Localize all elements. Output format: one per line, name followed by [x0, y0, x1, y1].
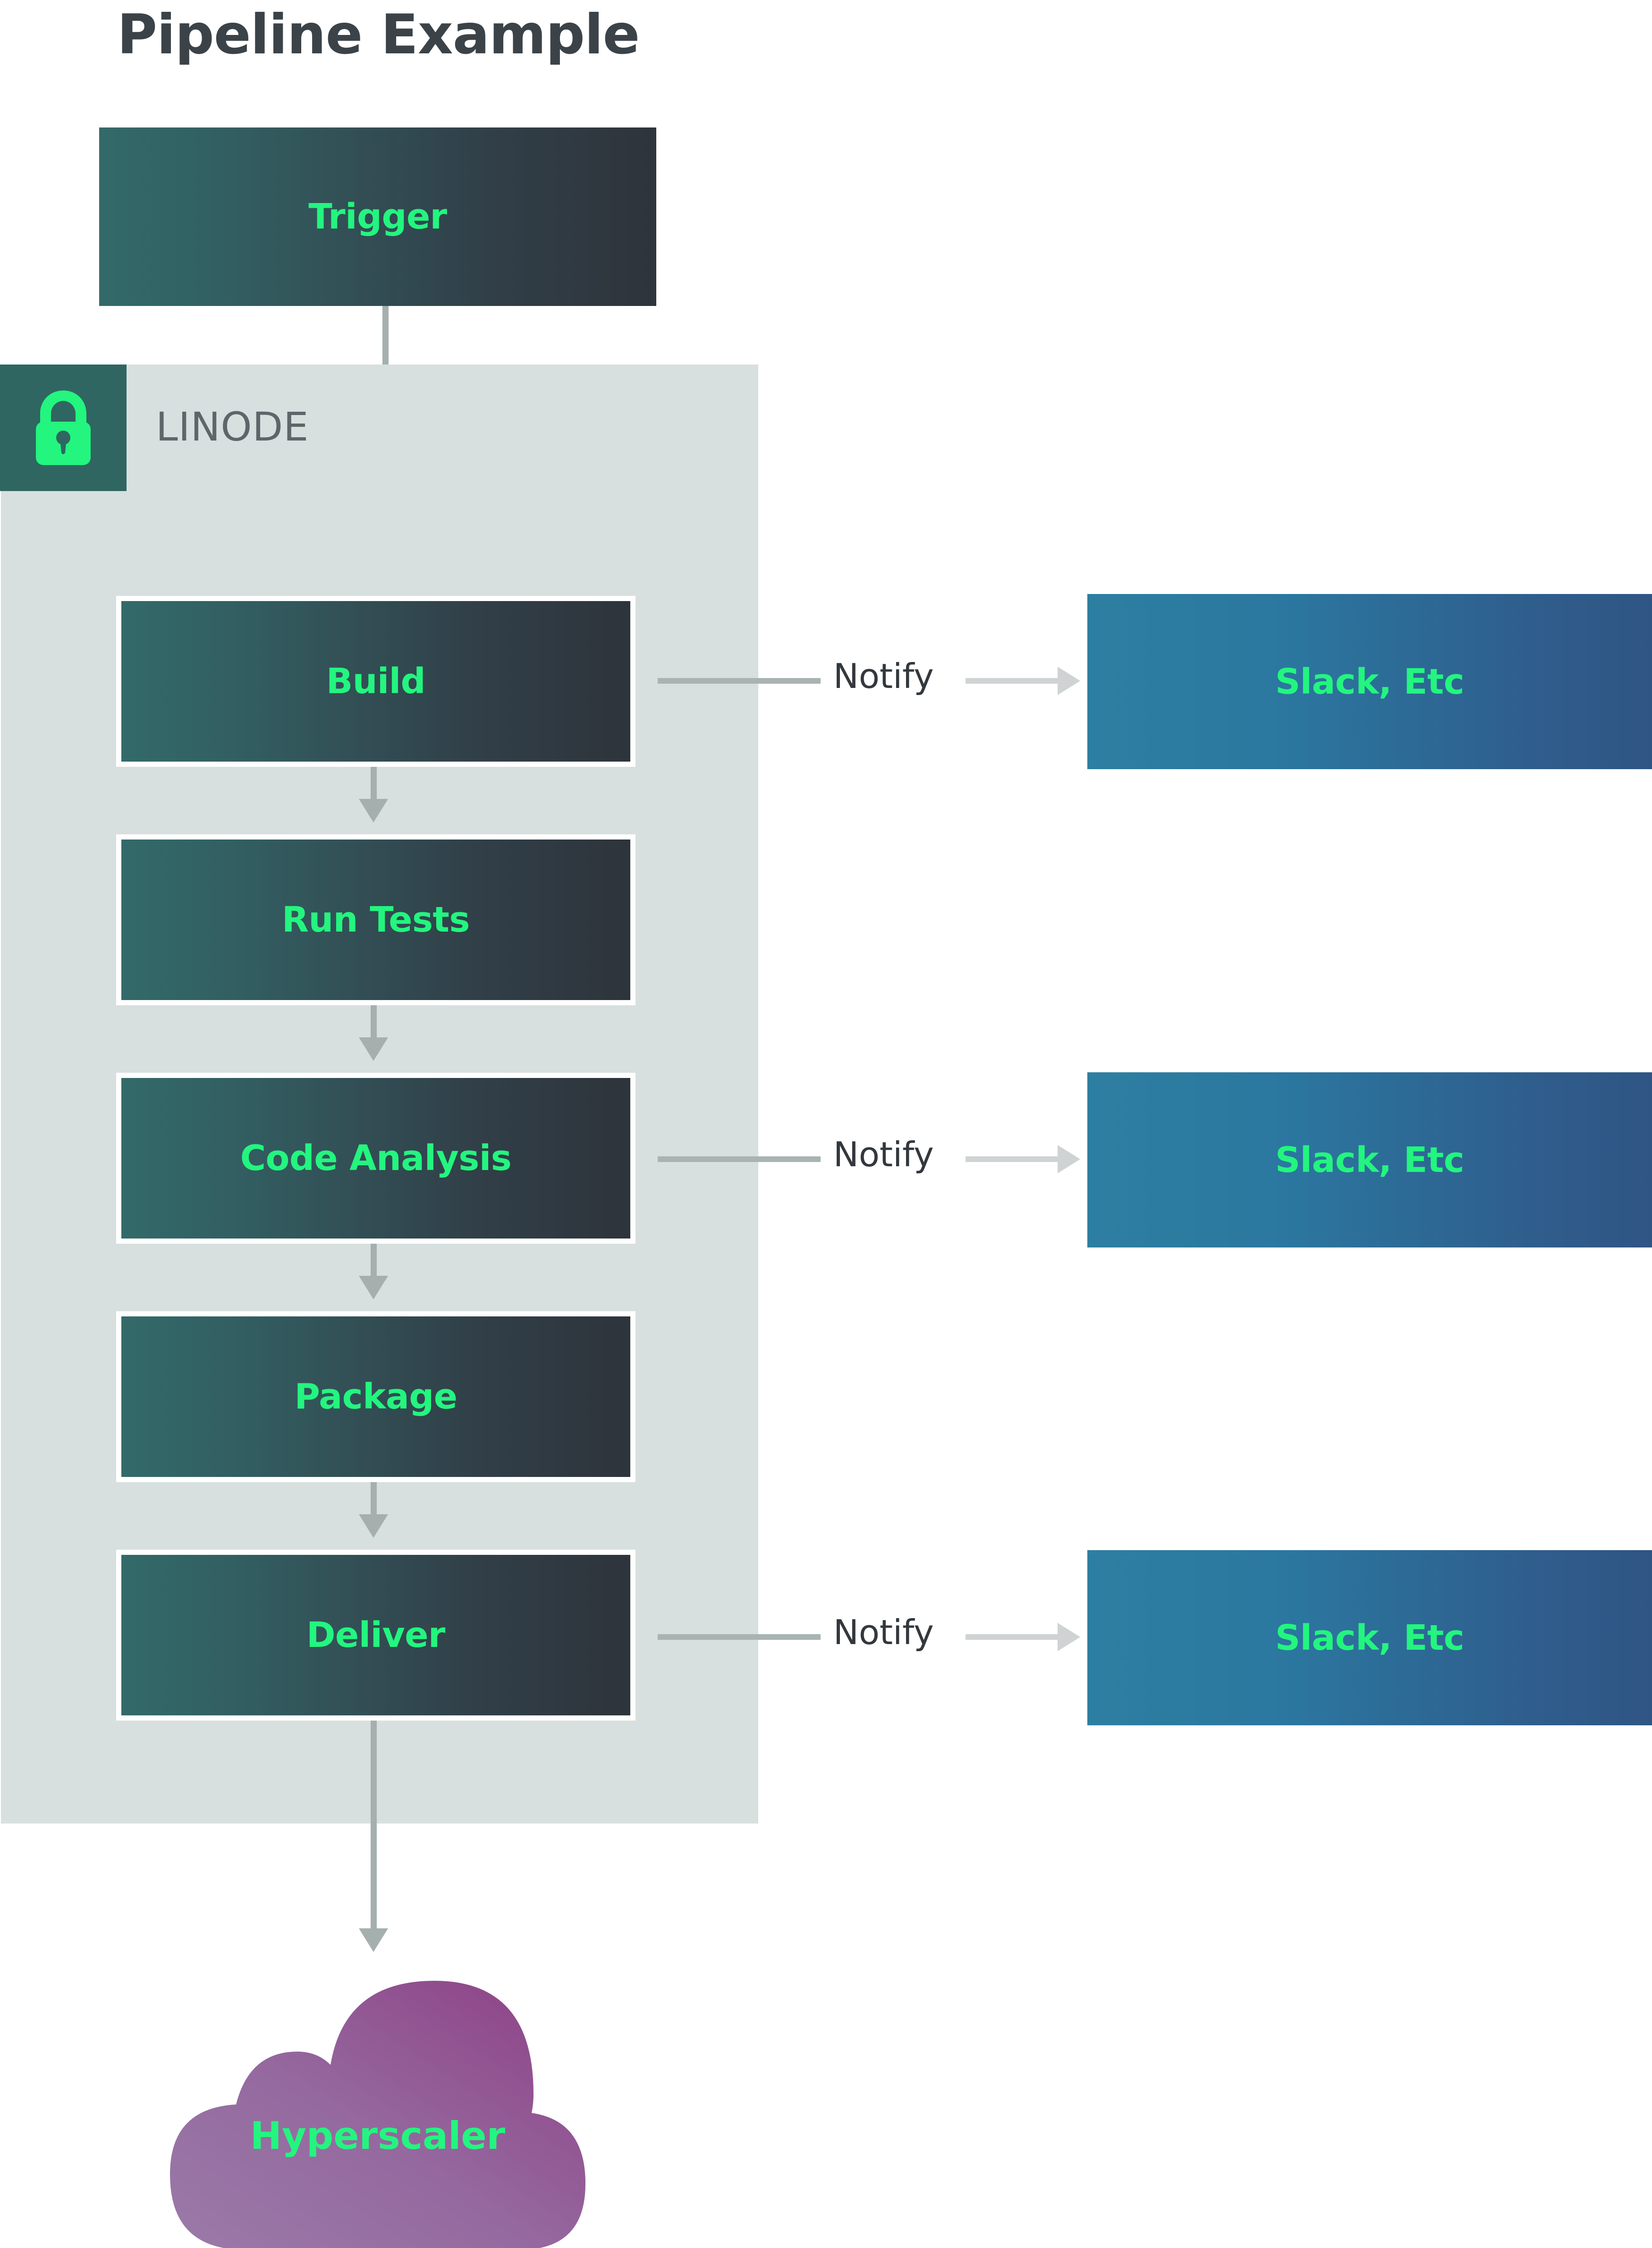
connector-build-notify-arrowhead: [1058, 667, 1080, 695]
notify-label-deliver: Notify: [833, 1612, 934, 1652]
connector-runtests-to-codeanalysis-arrowhead: [359, 1037, 388, 1061]
connector-deliver-notify-arrowhead: [1058, 1623, 1080, 1651]
connector-codeanalysis-to-package-line: [371, 1244, 377, 1276]
node-build-label: Build: [326, 661, 426, 702]
node-run-tests-label: Run Tests: [282, 899, 470, 940]
node-package[interactable]: Package: [116, 1311, 635, 1482]
node-slack-2[interactable]: Slack, Etc: [1087, 1072, 1652, 1247]
node-code-analysis[interactable]: Code Analysis: [116, 1073, 635, 1244]
node-slack-2-label: Slack, Etc: [1275, 1139, 1465, 1180]
connector-codeanalysis-notify-line: [658, 1156, 821, 1162]
node-hyperscaler-label: Hyperscaler: [250, 2114, 506, 2158]
node-slack-3-label: Slack, Etc: [1275, 1617, 1465, 1658]
connector-package-to-deliver-arrowhead: [359, 1514, 388, 1538]
connector-codeanalysis-to-package-arrowhead: [359, 1276, 388, 1299]
node-hyperscaler[interactable]: Hyperscaler: [142, 1938, 614, 2248]
page-title: Pipeline Example: [117, 3, 640, 67]
notify-label-build: Notify: [833, 656, 934, 696]
linode-zone-label: LINODE: [156, 404, 309, 450]
connector-package-to-deliver-line: [371, 1482, 377, 1514]
connector-build-notify-line: [658, 678, 821, 684]
node-slack-3[interactable]: Slack, Etc: [1087, 1550, 1652, 1725]
connector-codeanalysis-notify-arrowhead: [1058, 1145, 1080, 1173]
connector-build-to-runtests-line: [371, 767, 377, 799]
node-run-tests[interactable]: Run Tests: [116, 834, 635, 1005]
node-trigger[interactable]: Trigger: [99, 127, 656, 306]
node-slack-1[interactable]: Slack, Etc: [1087, 594, 1652, 769]
node-package-label: Package: [294, 1376, 457, 1417]
lock-icon: [0, 365, 127, 491]
connector-deliver-notify-arrow-line: [966, 1634, 1058, 1640]
node-code-analysis-label: Code Analysis: [240, 1138, 512, 1179]
connector-codeanalysis-notify-arrow-line: [966, 1156, 1058, 1162]
notify-label-code-analysis: Notify: [833, 1135, 934, 1174]
node-deliver[interactable]: Deliver: [116, 1550, 635, 1721]
connector-deliver-notify-line: [658, 1634, 821, 1640]
cloud-shape: [170, 1981, 585, 2248]
node-build[interactable]: Build: [116, 596, 635, 767]
node-trigger-label: Trigger: [308, 196, 447, 237]
connector-build-to-runtests-arrowhead: [359, 799, 388, 823]
node-slack-1-label: Slack, Etc: [1275, 661, 1465, 702]
connector-runtests-to-codeanalysis-line: [371, 1005, 377, 1037]
node-deliver-label: Deliver: [306, 1615, 445, 1655]
connector-deliver-to-cloud-line: [371, 1721, 377, 1928]
connector-build-notify-arrow-line: [966, 678, 1058, 684]
connector-deliver-to-cloud-arrowhead: [359, 1928, 388, 1952]
